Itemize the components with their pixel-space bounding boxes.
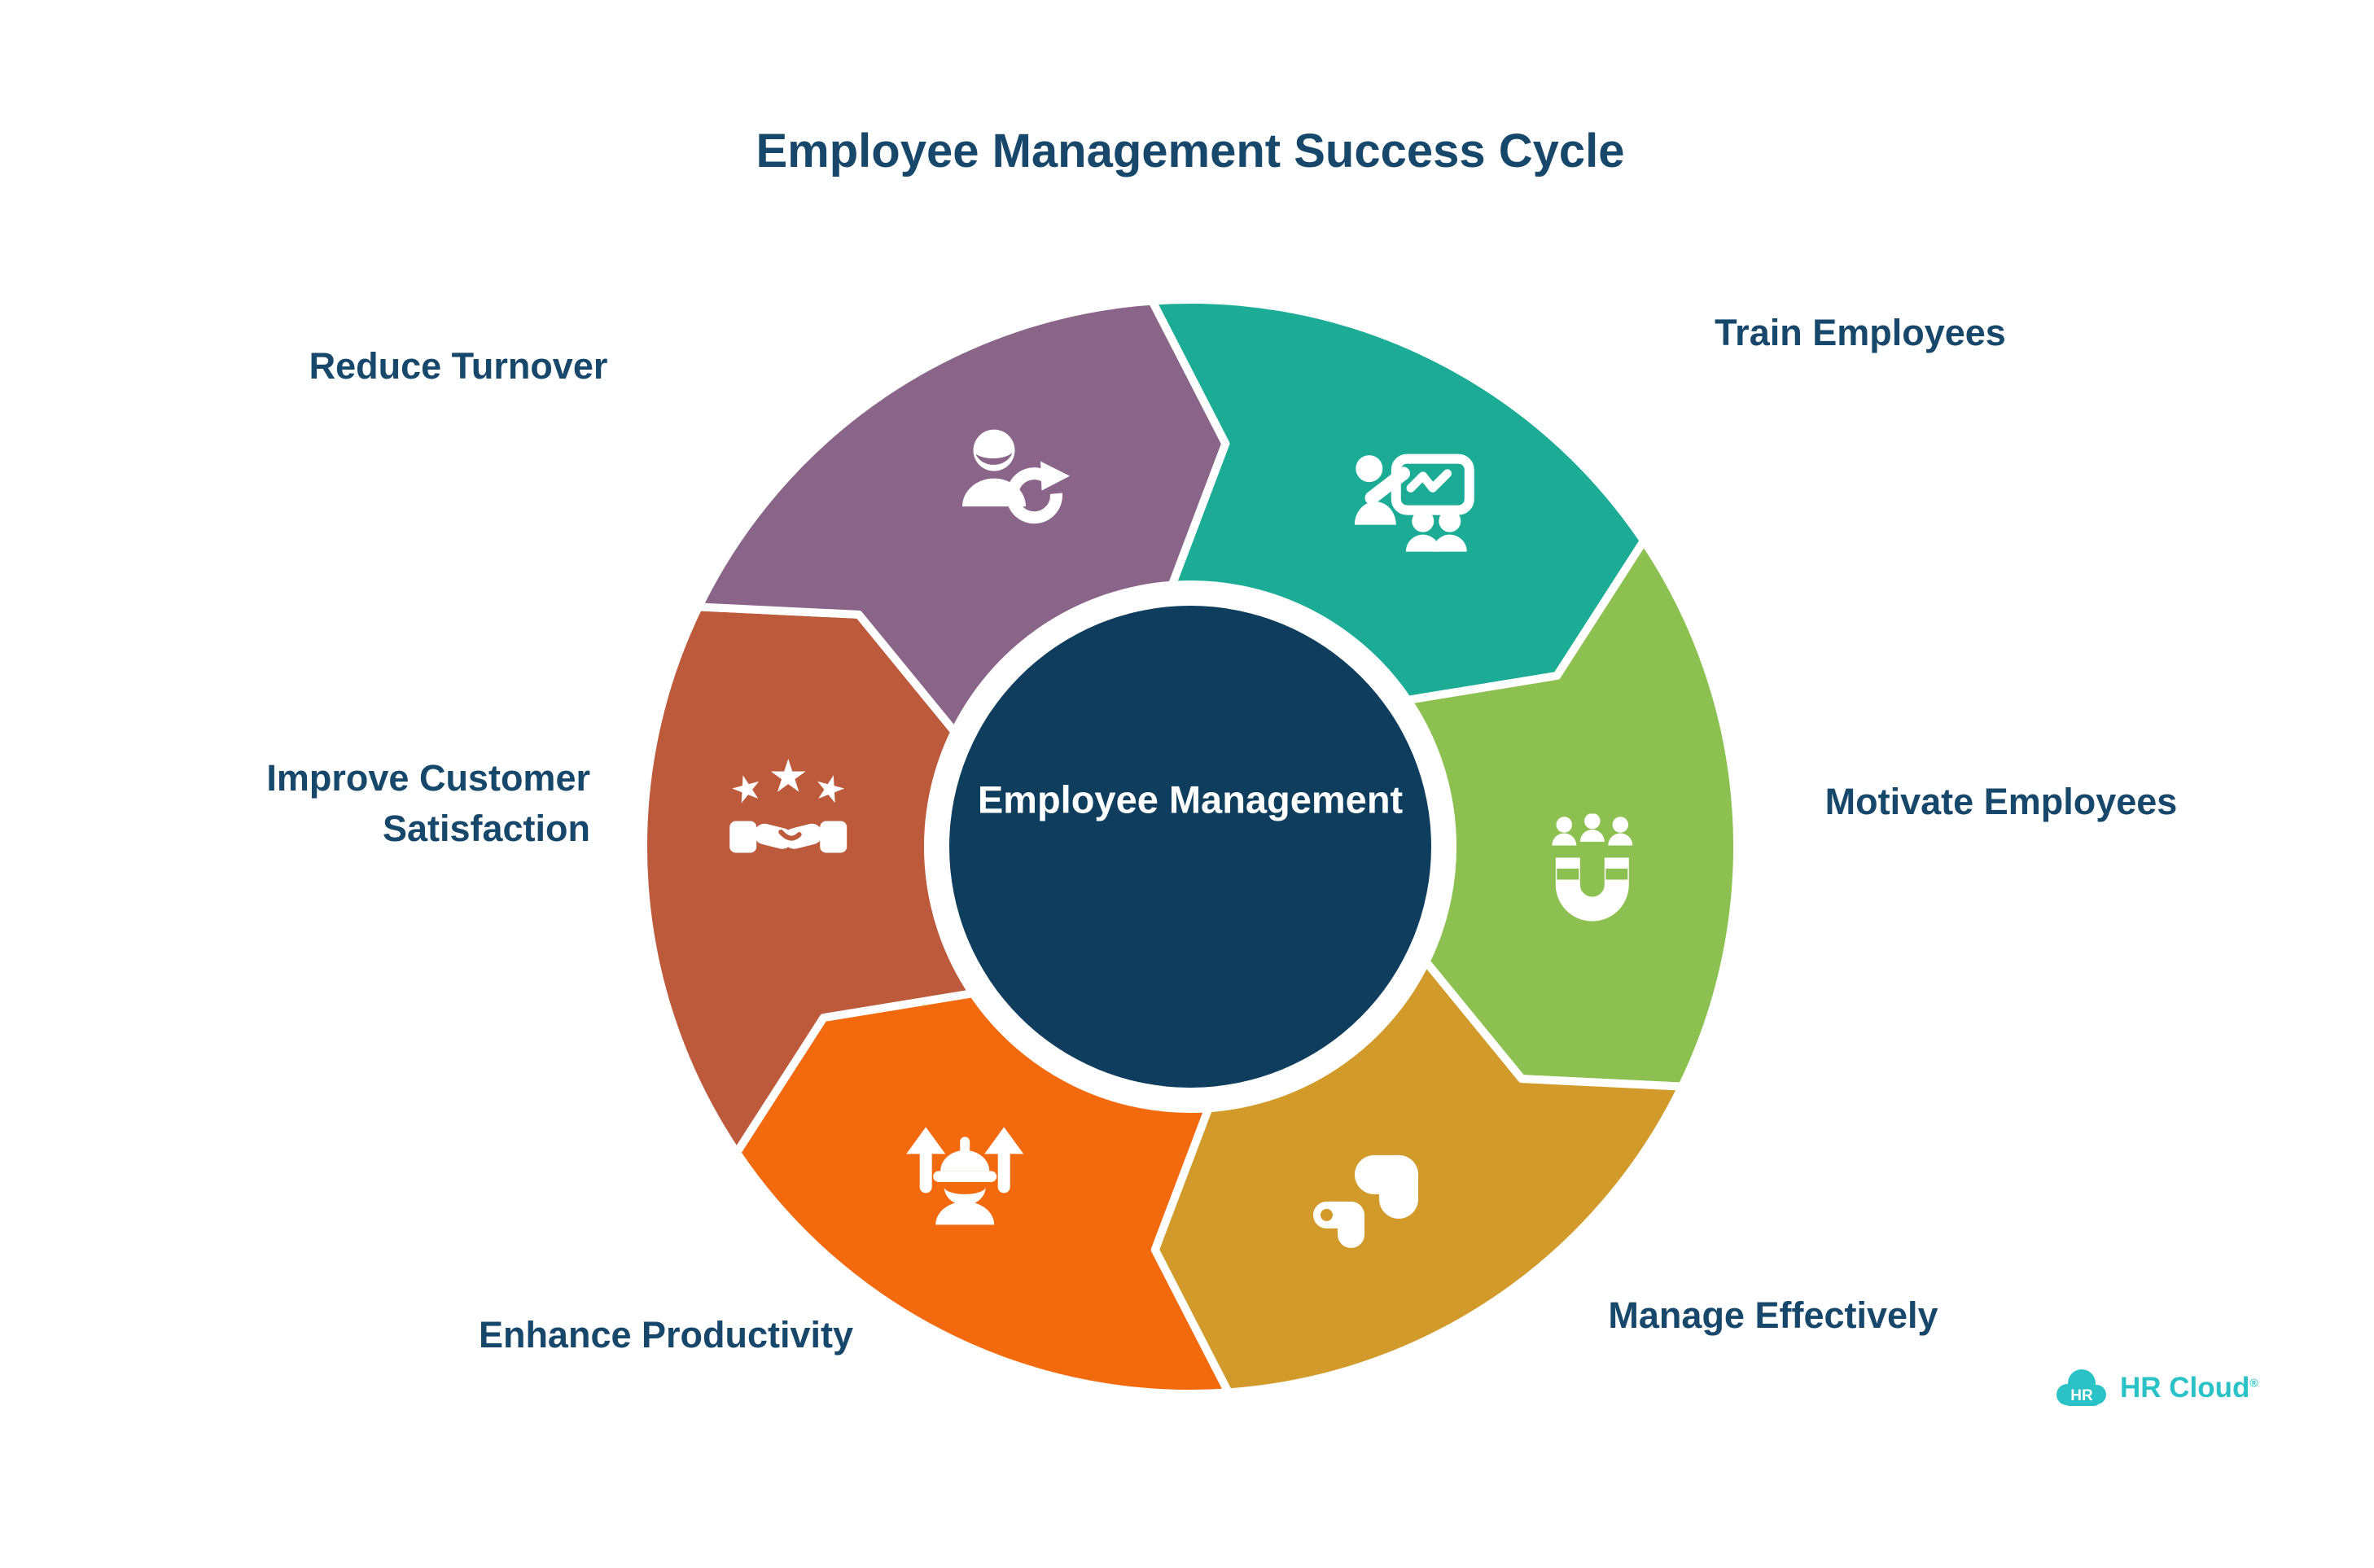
center-label: Employee Management: [977, 777, 1404, 821]
center-circle: [949, 606, 1431, 1088]
segment-label-motivate-employees: Motivate Employees: [1824, 781, 2178, 822]
segment-label-reduce-turnover: Reduce Turnover: [309, 345, 608, 387]
segment-label-enhance-productivity: Enhance Productivity: [478, 1314, 854, 1356]
hr-cloud-logo-cloud-icon: HR: [2056, 1369, 2106, 1406]
hr-cloud-wordmark: HR Cloud®: [2120, 1372, 2258, 1404]
segment-label-manage-effectively: Manage Effectively: [1608, 1294, 1938, 1336]
segment-label-train-employees: Train Employees: [1715, 312, 2006, 353]
registered-mark: ®: [2249, 1376, 2258, 1390]
hr-cloud-monogram: HR: [2070, 1387, 2093, 1404]
page-title: Employee Management Success Cycle: [756, 125, 1625, 177]
segment-label-improve-customer-satisfaction: Improve Customer Satisfaction: [266, 757, 590, 850]
hr-cloud-logo: HR HR Cloud®: [2053, 1366, 2258, 1410]
